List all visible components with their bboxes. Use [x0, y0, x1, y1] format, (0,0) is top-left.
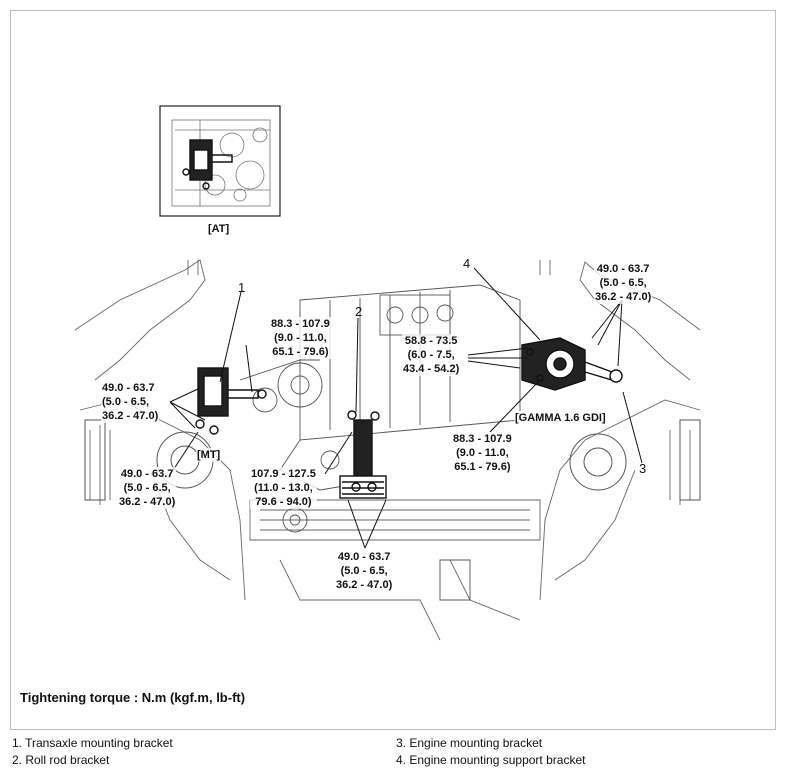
torque-left-upper: 49.0 - 63.7(5.0 - 6.5,36.2 - 47.0): [101, 381, 160, 423]
legend-item-1: 1. Transaxle mounting bracket: [12, 736, 173, 750]
legend-item-3: 3. Engine mounting bracket: [396, 736, 543, 750]
tightening-torque-title: Tightening torque : N.m (kgf.m, lb-ft): [20, 690, 246, 705]
callout-4: 4: [463, 256, 471, 271]
diagram-frame: [10, 10, 776, 730]
chassis-frame: [74, 259, 701, 641]
callout-2: 2: [355, 304, 363, 319]
transaxle-mounting-bracket: [195, 367, 267, 435]
roll-rod-bracket: [339, 410, 387, 499]
callout-1: 1: [238, 280, 246, 295]
mt-tag: [MT]: [196, 448, 222, 462]
engine-block: [239, 284, 521, 601]
torque-right-lower: 88.3 - 107.9(9.0 - 11.0,65.1 - 79.6): [452, 432, 513, 474]
torque-left-lower: 49.0 - 63.7(5.0 - 6.5,36.2 - 47.0): [118, 467, 177, 509]
leader-lines: [167, 267, 643, 549]
engine-mounting-bracket: [521, 337, 623, 391]
torque-bottom-center: 49.0 - 63.7(5.0 - 6.5,36.2 - 47.0): [335, 550, 394, 592]
at-caption: [AT]: [207, 222, 231, 236]
legend-item-2: 2. Roll rod bracket: [12, 753, 110, 767]
torque-top-center: 88.3 - 107.9(9.0 - 11.0,65.1 - 79.6): [270, 317, 331, 359]
torque-center-right: 58.8 - 73.5(6.0 - 7.5,43.4 - 54.2): [402, 334, 461, 376]
at-inset-frame: [159, 105, 281, 217]
at-inset-drawing: [171, 119, 271, 207]
torque-top-right: 49.0 - 63.7(5.0 - 6.5,36.2 - 47.0): [594, 262, 653, 304]
legend-item-4: 4. Engine mounting support bracket: [396, 753, 586, 767]
at-mount-bracket: [182, 139, 233, 190]
torque-center-lower: 107.9 - 127.5(11.0 - 13.0,79.6 - 94.0): [250, 467, 317, 509]
engine-tag: [GAMMA 1.6 GDI]: [514, 411, 607, 425]
callout-3: 3: [639, 461, 647, 476]
